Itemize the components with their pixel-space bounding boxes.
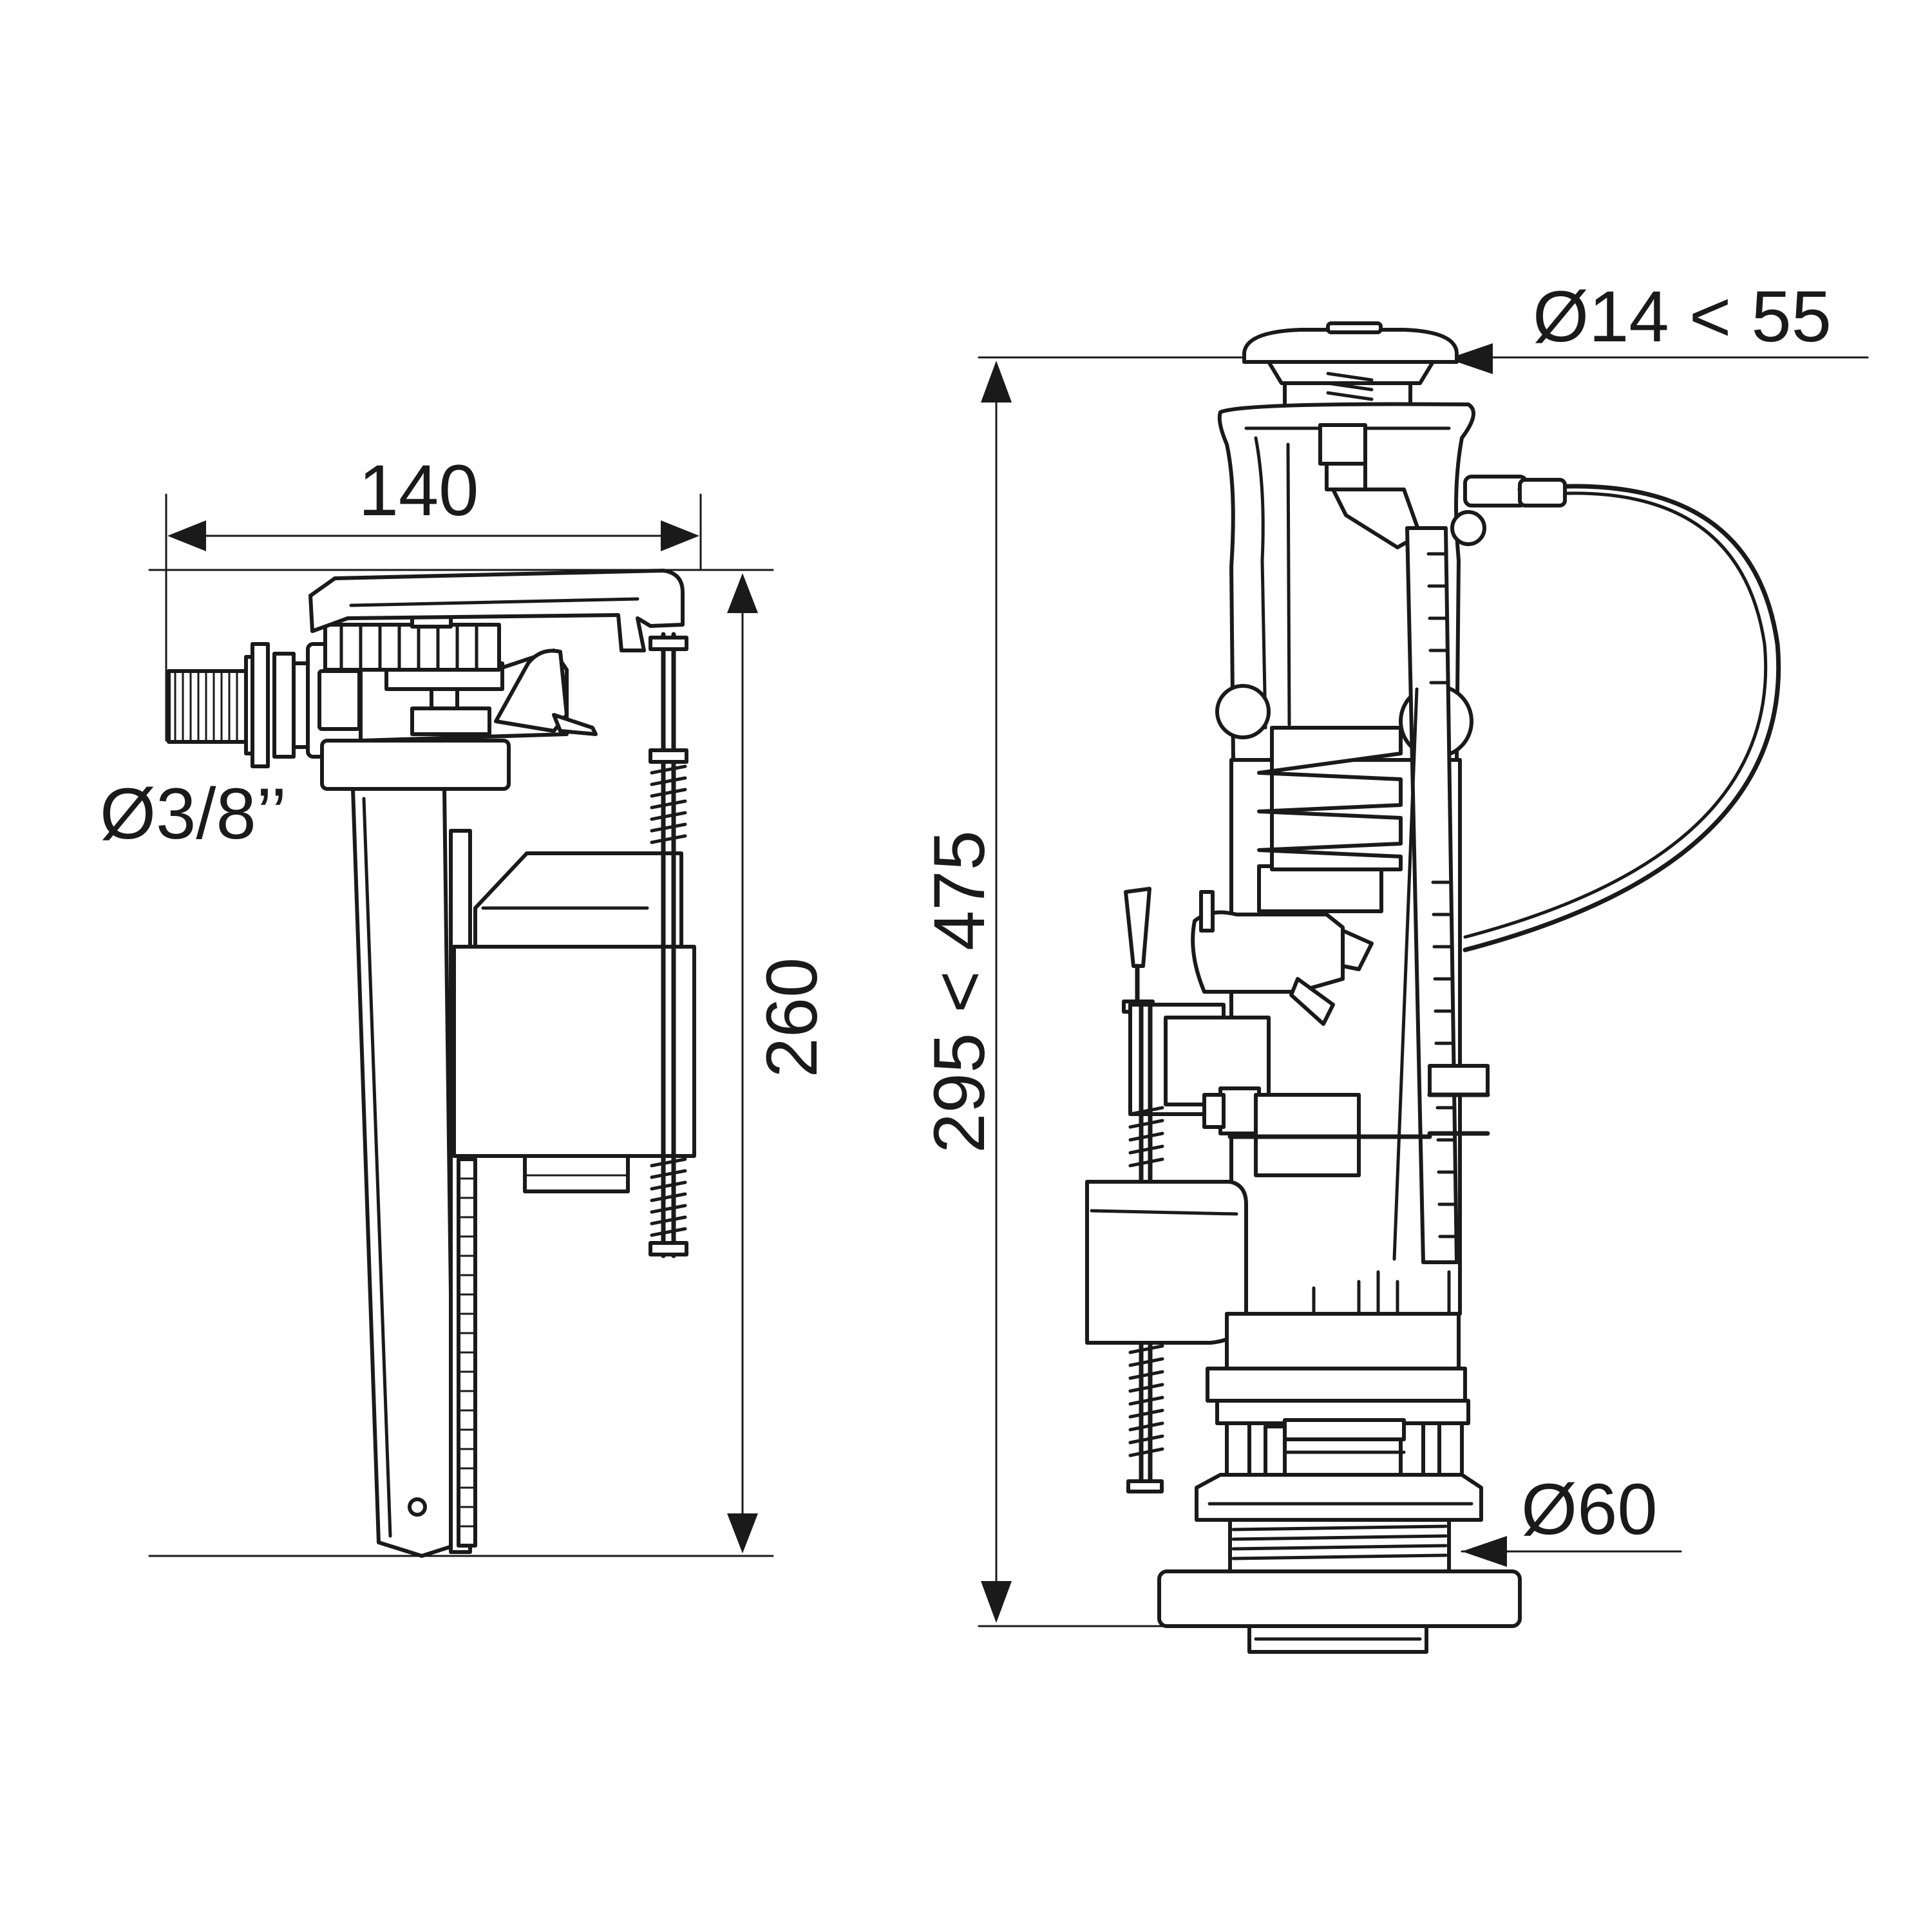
lift-cable (1463, 478, 1781, 952)
lever-arm (308, 569, 685, 652)
small-lever (1122, 887, 1155, 1014)
threaded-outlet (1228, 1518, 1451, 1573)
arrow-left (1462, 1536, 1507, 1567)
arrow-left (1448, 343, 1493, 374)
arrow-left (167, 520, 206, 551)
push-button (1242, 321, 1459, 408)
adjust-rail (449, 829, 477, 1554)
inlet-tube (351, 787, 456, 1558)
outlet-dimension: Ø60 (1461, 1469, 1682, 1567)
bellows (1257, 726, 1403, 871)
height-dimension: 260 (148, 569, 832, 1557)
arrow-down (981, 1581, 1012, 1623)
button-label: Ø14 < 55 (1533, 276, 1832, 357)
outlet-label: Ø60 (1521, 1469, 1658, 1549)
fill-valve: 140 260 Ø3/8’’ (100, 450, 832, 1558)
lower-collar (1206, 1270, 1470, 1425)
flange-nut (1157, 1569, 1522, 1654)
arrow-up (981, 361, 1012, 403)
width-dimension: 140 (165, 450, 702, 742)
inlet-label: Ø3/8’’ (100, 773, 287, 854)
threaded-inlet (167, 642, 321, 768)
base-ring (1195, 1473, 1483, 1522)
arrow-up (727, 573, 758, 613)
flush-height-dimension: 295 < 475 (919, 356, 1869, 1627)
valve-collar (320, 739, 511, 791)
adjust-rod (649, 632, 688, 1258)
side-bracket (1128, 1003, 1490, 1177)
button-dimension: Ø14 < 55 (1448, 276, 1832, 374)
side-bulb-left (1215, 684, 1271, 739)
mid-actuator (1191, 890, 1374, 1026)
cage-legs (1225, 1418, 1464, 1480)
float-box (1085, 1180, 1248, 1345)
height-label: 260 (752, 958, 832, 1078)
trigger-lever (494, 649, 598, 736)
width-label: 140 (359, 450, 479, 531)
float-cup (452, 851, 696, 1193)
flush-height-label: 295 < 475 (919, 830, 999, 1153)
arrow-down (727, 1513, 758, 1553)
flush-valve: 295 < 475 Ø14 < 55 Ø60 (919, 276, 1869, 1654)
arrow-right (661, 520, 699, 551)
